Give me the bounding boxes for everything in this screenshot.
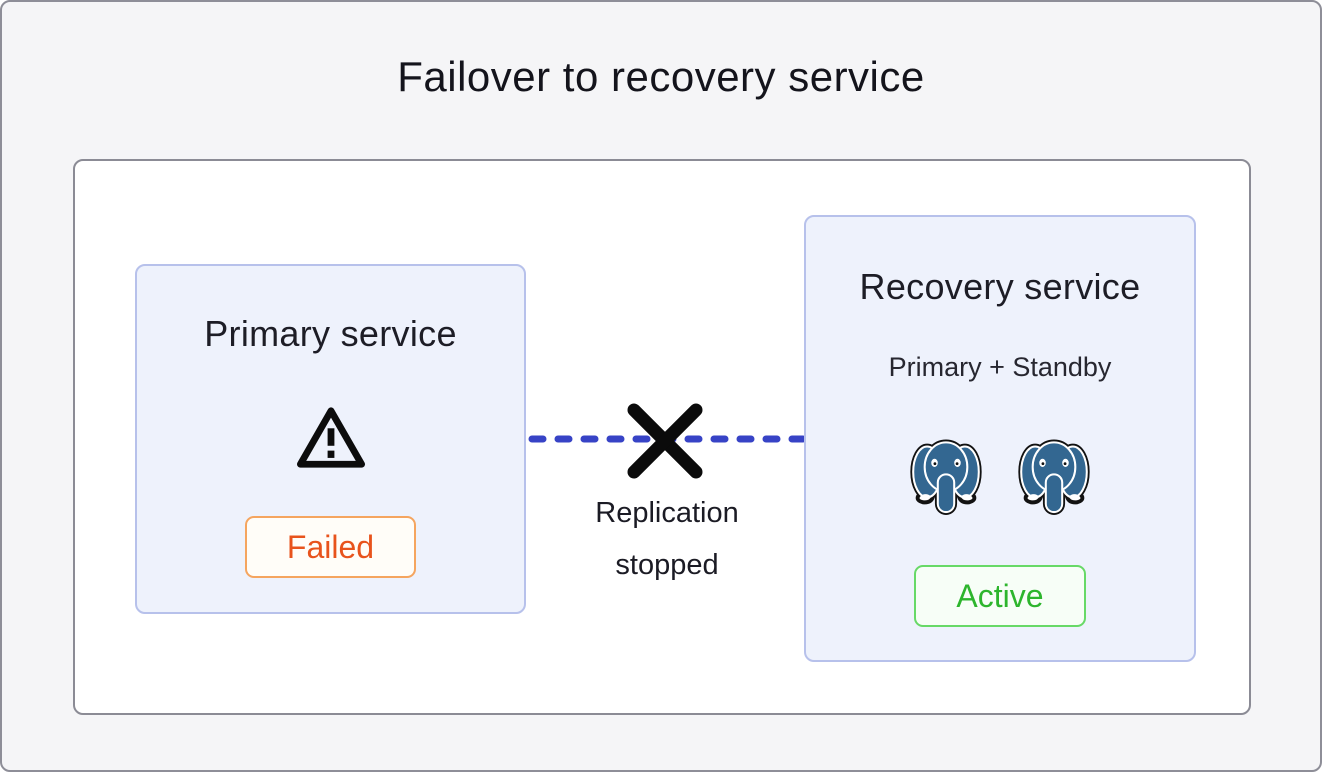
diagram-title: Failover to recovery service [397, 53, 925, 100]
recovery-service-title: Recovery service [859, 266, 1141, 307]
replication-status-label: Replication stopped [537, 487, 797, 591]
primary-service-card: Primary service Failed [135, 264, 526, 614]
postgres-instances [905, 433, 1095, 519]
diagram-canvas: Primary service Failed Replication stopp… [73, 159, 1251, 715]
warning-triangle-icon [296, 407, 365, 468]
x-mark-icon [627, 403, 703, 479]
recovery-service-subtitle: Primary + Standby [888, 352, 1112, 382]
primary-service-title: Primary service [204, 313, 457, 354]
postgresql-elephant-icon [1013, 433, 1095, 519]
recovery-service-card: Recovery service Primary + Standby Activ… [804, 215, 1196, 662]
postgresql-elephant-icon [905, 433, 987, 519]
failed-status-badge: Failed [244, 516, 417, 578]
active-status-badge: Active [914, 565, 1086, 627]
replication-label-line1: Replication [595, 497, 739, 529]
replication-label-line2: stopped [615, 549, 719, 581]
